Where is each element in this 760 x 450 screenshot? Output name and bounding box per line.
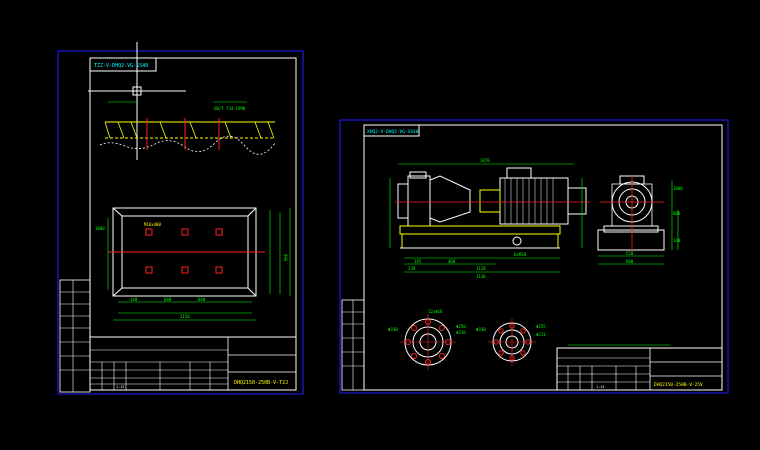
right-drawing-number: DHQ2150-250B-V-25V bbox=[654, 382, 703, 388]
left-sheet-outer-border bbox=[57, 50, 304, 395]
flange-right-view bbox=[488, 318, 536, 366]
dim-pump-3: 1120 bbox=[476, 266, 486, 271]
dim-left-c: 640 bbox=[198, 297, 206, 302]
flange-left-label-2: 12xΦ18 bbox=[428, 309, 443, 314]
flange-right-label-2: Φ255 bbox=[536, 324, 546, 329]
flange-right-label-3: Φ211 bbox=[536, 332, 546, 337]
left-title-block bbox=[89, 336, 297, 391]
right-title-block bbox=[556, 347, 723, 391]
dim-overall-length: 1870 bbox=[480, 158, 490, 163]
dim-pump-2: 460 bbox=[448, 259, 456, 264]
left-revision-table bbox=[59, 279, 91, 393]
side-dim-4: 800 bbox=[673, 211, 681, 216]
left-sheet-inner-frame bbox=[89, 57, 297, 391]
dim-left-a: 140 bbox=[130, 297, 138, 302]
bolt-note: 6xM20 bbox=[514, 252, 527, 257]
right-header-box bbox=[363, 124, 420, 137]
pump-side-view bbox=[597, 175, 679, 265]
side-dim-2: 600 bbox=[626, 259, 634, 264]
dim-left-total: 2150 bbox=[180, 314, 190, 319]
cad-crosshair-box bbox=[132, 86, 142, 96]
flange-left-view bbox=[400, 314, 456, 370]
left-scale: 1:15 bbox=[116, 385, 124, 389]
left-note-3: GB/T 734-1998 bbox=[214, 106, 246, 111]
side-dim-1: 520 bbox=[626, 251, 634, 256]
dim-left-side: 990 bbox=[283, 254, 288, 262]
right-header-label: XHQ2-V-DHQ2-VG-SS40 bbox=[367, 129, 419, 135]
right-revision-table bbox=[341, 299, 365, 391]
right-sheet-inner-frame bbox=[363, 124, 723, 391]
dim-pump-5: 230 bbox=[408, 266, 416, 271]
left-header-box bbox=[89, 57, 157, 72]
flange-left-label-3: Φ250 bbox=[456, 324, 466, 329]
dim-pump-4: 1130 bbox=[476, 274, 486, 279]
side-dim-3: 1000 bbox=[673, 186, 683, 191]
foundation-section-view bbox=[99, 101, 276, 155]
right-scale: 1:15 bbox=[596, 385, 604, 389]
flange-right-label-1: Φ330 bbox=[476, 327, 486, 332]
dim-left-height: 1000 bbox=[95, 226, 105, 231]
dim-left-b: 640 bbox=[164, 297, 172, 302]
flange-left-label-4: Φ216 bbox=[456, 330, 466, 335]
right-drawing-sheet: XHQ2-V-DHQ2-VG-SS40 1870 145 460 bbox=[339, 119, 729, 394]
pump-assembly-front-view bbox=[389, 163, 590, 273]
right-sheet-outer-border bbox=[339, 119, 729, 394]
foundation-plan-view bbox=[107, 207, 291, 321]
left-drawing-sheet: TZZ-V-DHQ2-VG-SS40 GB/T 734-1998 bbox=[57, 42, 304, 395]
dim-pump-1: 145 bbox=[414, 259, 422, 264]
anchor-note: M16x400 bbox=[144, 222, 161, 227]
side-dim-5: 140 bbox=[673, 238, 681, 243]
left-header-label: TZZ-V-DHQ2-VG-SS40 bbox=[94, 63, 148, 69]
flange-left-label-1: Φ330 bbox=[388, 327, 398, 332]
left-drawing-number: DHQ2150-250B-V-T2J bbox=[234, 380, 288, 386]
